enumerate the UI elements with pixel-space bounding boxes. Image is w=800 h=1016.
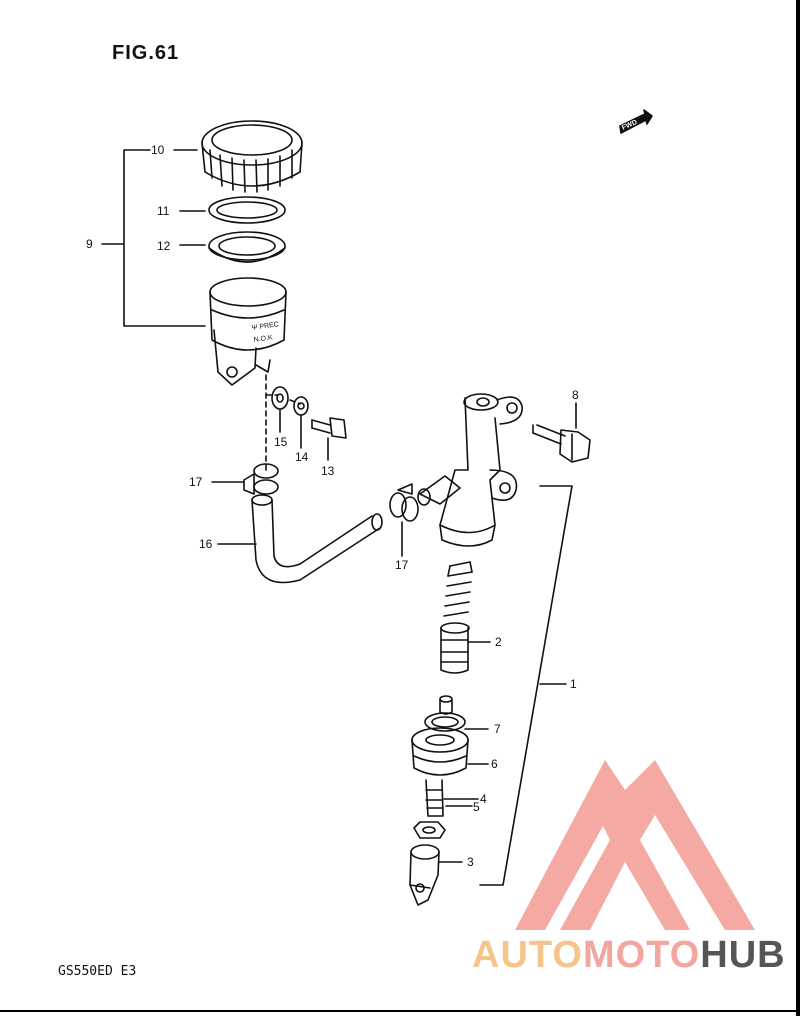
page-edge-right xyxy=(796,0,800,1016)
callout-10: 10 xyxy=(151,143,165,157)
callout-17-left: 17 xyxy=(189,475,203,489)
callout-15: 15 xyxy=(274,435,288,449)
reservoir-body xyxy=(209,277,287,386)
lock-nut xyxy=(413,821,446,839)
master-cylinder-body xyxy=(417,393,523,547)
push-rod xyxy=(425,779,444,817)
callout-9: 9 xyxy=(86,237,93,251)
callout-6: 6 xyxy=(491,757,498,771)
callout-8: 8 xyxy=(572,388,579,402)
callout-17-right: 17 xyxy=(395,558,409,572)
page-edge-bottom xyxy=(0,1010,800,1012)
bolt-8 xyxy=(532,424,591,463)
circlip xyxy=(424,712,466,732)
watermark-logo xyxy=(515,760,755,930)
diaphragm-plate xyxy=(208,231,286,263)
hose-clamp-right xyxy=(389,483,419,522)
reservoir-marking: Ψ PREC N.O.K xyxy=(251,321,279,344)
callout-2: 2 xyxy=(495,635,502,649)
washer-14 xyxy=(293,396,309,416)
reservoir-marking-line2: N.O.K xyxy=(253,334,273,344)
fwd-arrow-icon xyxy=(619,109,653,134)
bolt-13 xyxy=(311,417,347,439)
callout-11: 11 xyxy=(157,204,170,218)
reservoir-marking-line1: Ψ PREC xyxy=(251,321,279,332)
clevis xyxy=(409,844,440,906)
callout-4: 4 xyxy=(480,792,487,806)
watermark-part2: MOTO xyxy=(582,934,701,976)
watermark-part3: HUB xyxy=(700,934,786,976)
figure-title: FIG.61 xyxy=(112,42,180,64)
diaphragm-ring xyxy=(208,196,286,224)
callout-5: 5 xyxy=(473,800,480,814)
washer-15 xyxy=(271,386,289,410)
callout-16: 16 xyxy=(199,537,213,551)
callout-14: 14 xyxy=(295,450,309,464)
spring xyxy=(440,561,473,674)
callout-3: 3 xyxy=(467,855,474,869)
callout-7: 7 xyxy=(494,722,501,736)
watermark-text: AUTOMOTOHUB xyxy=(472,934,786,977)
model-code: GS550ED E3 xyxy=(58,964,137,979)
watermark-part1: AUTO xyxy=(472,934,583,976)
callout-13: 13 xyxy=(321,464,335,478)
callout-1: 1 xyxy=(570,677,577,691)
fwd-label: FWD xyxy=(621,119,638,132)
hose xyxy=(251,494,383,584)
callout-12: 12 xyxy=(157,239,171,253)
piston xyxy=(411,727,469,776)
reservoir-cap xyxy=(201,120,303,193)
hose-clamp-left xyxy=(243,463,279,495)
